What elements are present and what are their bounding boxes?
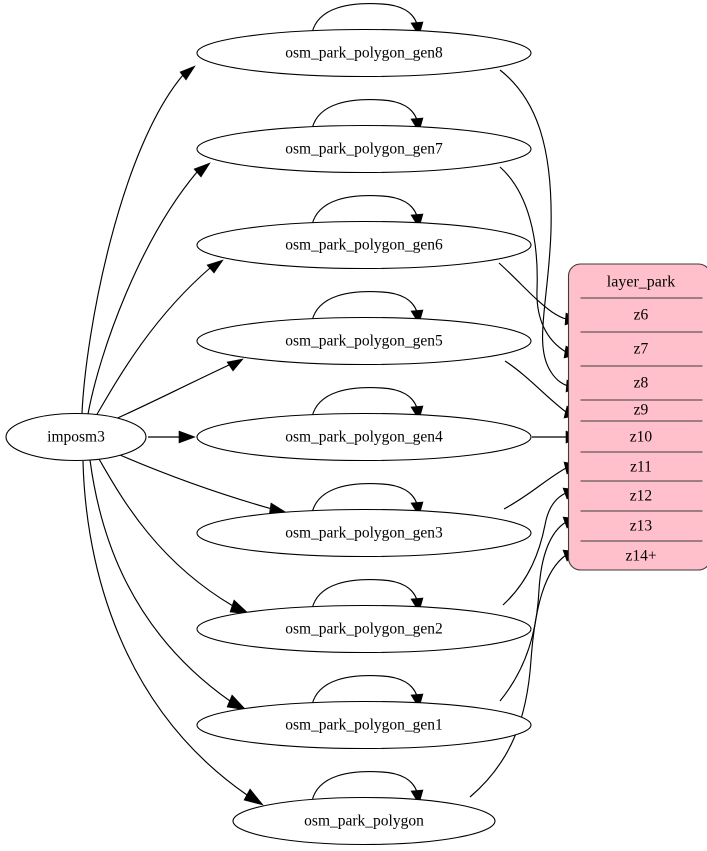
self-loops (311, 3, 424, 805)
gen1-ellipse[interactable] (196, 700, 532, 750)
arrowhead-imposm3-gen6 (206, 259, 224, 274)
gen8-label: osm_park_polygon_gen8 (285, 45, 443, 62)
layer-park-row-z11[interactable]: z11 (630, 459, 652, 476)
arrowhead-imposm3-base (243, 788, 264, 806)
layer-park-title: layer_park (607, 274, 675, 291)
layer-park-row-z8[interactable]: z8 (634, 375, 649, 392)
edge-imposm3-to-gen2 (98, 458, 234, 607)
gen2-ellipse[interactable] (196, 604, 532, 654)
gen5-ellipse[interactable] (196, 316, 532, 366)
gen5-label: osm_park_polygon_gen5 (285, 333, 443, 350)
layer-park-row-z10[interactable]: z10 (630, 429, 653, 446)
gen6-label: osm_park_polygon_gen6 (285, 237, 443, 254)
edge-gen6-to-z6 (498, 262, 567, 320)
layer-park-row-z14plus[interactable]: z14+ (625, 548, 656, 565)
edge-imposm3-to-gen3 (119, 454, 273, 510)
layer-park-row-dividers (580, 297, 703, 542)
arrowhead-imposm3-gen5 (226, 358, 244, 372)
node-gen8[interactable]: osm_park_polygon_gen8 (196, 28, 532, 78)
edge-imposm3-to-gen1 (89, 459, 231, 702)
edge-gen7-to-z7 (499, 166, 567, 353)
node-gen2[interactable]: osm_park_polygon_gen2 (196, 604, 532, 654)
base-label: osm_park_polygon (304, 813, 424, 830)
layer-park-outline (567, 263, 707, 571)
arrowhead-imposm3-gen4 (178, 430, 196, 444)
arrowhead-imposm3-gen8 (179, 65, 196, 81)
layer-park-row-z12[interactable]: z12 (630, 488, 652, 505)
imposm3-label: imposm3 (47, 429, 105, 446)
layer-park-row-z7[interactable]: z7 (634, 341, 649, 358)
edge-gen8-to-z8 (499, 69, 569, 387)
gen7-ellipse[interactable] (196, 124, 532, 174)
gen7-label: osm_park_polygon_gen7 (285, 141, 443, 158)
arrowhead-imposm3-gen7 (193, 162, 211, 178)
base-ellipse[interactable] (232, 796, 496, 846)
node-imposm3[interactable]: imposm3 (5, 412, 147, 462)
node-gen4[interactable]: osm_park_polygon_gen4 (196, 412, 532, 462)
edge-imposm3-to-gen8 (81, 74, 184, 414)
edge-base-to-z14 (469, 554, 567, 798)
node-base[interactable]: osm_park_polygon (232, 796, 496, 846)
record-node-layer-park[interactable]: layer_park z6 z7 z8 z9 z10 z11 z12 z13 z… (567, 263, 707, 571)
node-gen7[interactable]: osm_park_polygon_gen7 (196, 124, 532, 174)
edge-imposm3-to-gen6 (95, 267, 211, 417)
node-gen1[interactable]: osm_park_polygon_gen1 (196, 700, 532, 750)
gen8-ellipse[interactable] (196, 28, 532, 78)
edge-imposm3-to-gen5 (112, 364, 230, 421)
node-gen3[interactable]: osm_park_polygon_gen3 (196, 508, 532, 558)
edge-gen3-to-z11 (503, 467, 567, 510)
edge-gen2-to-z12 (502, 492, 567, 606)
gen4-label: osm_park_polygon_gen4 (285, 429, 443, 446)
edge-gen5-to-z9 (504, 360, 567, 413)
gen1-label: osm_park_polygon_gen1 (285, 717, 443, 734)
node-gen6[interactable]: osm_park_polygon_gen6 (196, 220, 532, 270)
imposm3-ellipse[interactable] (5, 412, 147, 462)
gen4-ellipse[interactable] (196, 412, 532, 462)
gen2-label: osm_park_polygon_gen2 (285, 621, 443, 638)
layer-park-row-z6[interactable]: z6 (634, 307, 649, 324)
edge-gen1-to-z13 (499, 521, 567, 702)
gen6-ellipse[interactable] (196, 220, 532, 270)
layer-park-row-z13[interactable]: z13 (630, 518, 653, 535)
gen3-label: osm_park_polygon_gen3 (285, 525, 443, 542)
node-gen5[interactable]: osm_park_polygon_gen5 (196, 316, 532, 366)
gen3-ellipse[interactable] (196, 508, 532, 558)
layer-park-row-z9[interactable]: z9 (634, 402, 649, 419)
arrowhead-imposm3-gen1 (226, 694, 247, 711)
edge-imposm3-to-base (82, 460, 248, 796)
edge-imposm3-to-gen7 (87, 171, 198, 415)
edges-source-to-nodes (81, 65, 288, 806)
